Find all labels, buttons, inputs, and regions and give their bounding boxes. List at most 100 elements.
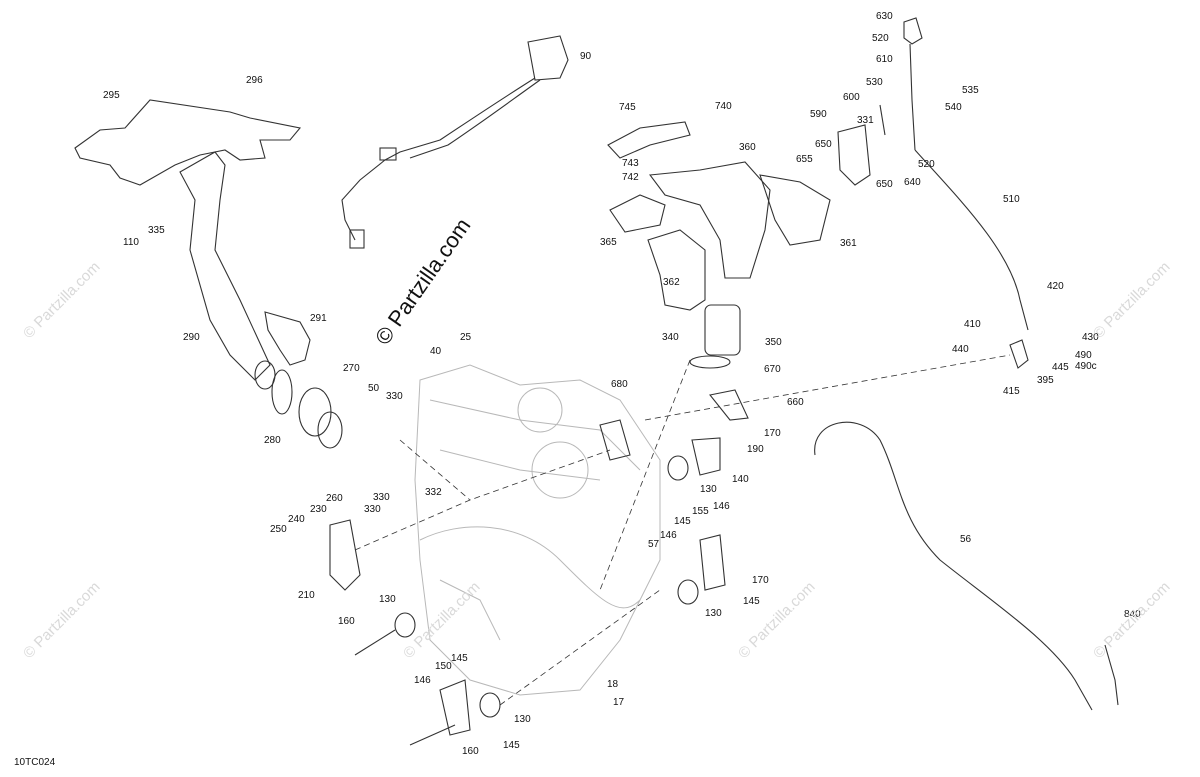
label-331: 331 bbox=[857, 115, 874, 126]
bushing-130-c bbox=[394, 612, 416, 638]
intake-tube-290 bbox=[179, 151, 271, 381]
label-630: 630 bbox=[876, 11, 893, 22]
label-430: 430 bbox=[1082, 332, 1099, 343]
ring-350 bbox=[689, 355, 731, 369]
label-680: 680 bbox=[611, 379, 628, 390]
label-520a: 520 bbox=[872, 33, 889, 44]
bracket-590 bbox=[837, 124, 871, 186]
align-line-3 bbox=[399, 439, 471, 501]
label-250: 250 bbox=[270, 524, 287, 535]
label-535: 535 bbox=[962, 85, 979, 96]
label-170a: 170 bbox=[764, 428, 781, 439]
mount-140 bbox=[691, 437, 721, 476]
align-line-5 bbox=[599, 359, 691, 591]
label-290: 290 bbox=[183, 332, 200, 343]
hose-840 bbox=[1104, 644, 1119, 706]
label-335: 335 bbox=[148, 225, 165, 236]
label-743: 743 bbox=[622, 158, 639, 169]
label-640: 640 bbox=[904, 177, 921, 188]
label-650a: 650 bbox=[815, 139, 832, 150]
lever-610 bbox=[909, 43, 916, 151]
label-145d: 145 bbox=[503, 740, 520, 751]
duct-360 bbox=[648, 161, 771, 279]
boot-291 bbox=[264, 311, 311, 366]
clamp-270-b bbox=[317, 411, 343, 449]
label-291: 291 bbox=[310, 313, 327, 324]
label-600: 600 bbox=[843, 92, 860, 103]
label-490: 490 bbox=[1075, 350, 1092, 361]
label-530: 530 bbox=[866, 77, 883, 88]
label-590: 590 bbox=[810, 109, 827, 120]
label-295: 295 bbox=[103, 90, 120, 101]
connector-90 bbox=[349, 229, 365, 249]
knob-630 bbox=[903, 17, 923, 45]
label-155: 155 bbox=[692, 506, 709, 517]
label-410: 410 bbox=[964, 319, 981, 330]
label-130c: 130 bbox=[379, 594, 396, 605]
label-40: 40 bbox=[430, 346, 442, 357]
label-57: 57 bbox=[648, 539, 660, 550]
label-330c: 330 bbox=[364, 504, 381, 515]
label-90: 90 bbox=[580, 51, 592, 62]
label-840: 840 bbox=[1124, 609, 1141, 620]
hose-56 bbox=[814, 421, 1093, 711]
connector-90b bbox=[379, 147, 397, 161]
diagram-code: 10TC024 bbox=[14, 757, 56, 768]
label-540: 540 bbox=[945, 102, 962, 113]
mount-155 bbox=[699, 534, 726, 591]
label-362: 362 bbox=[663, 277, 680, 288]
bracket-395 bbox=[1009, 339, 1029, 369]
label-490c: 490c bbox=[1075, 361, 1097, 372]
label-270: 270 bbox=[343, 363, 360, 374]
label-340: 340 bbox=[662, 332, 679, 343]
flange-365 bbox=[609, 194, 666, 233]
label-420: 420 bbox=[1047, 281, 1064, 292]
label-25: 25 bbox=[460, 332, 472, 343]
mount-260 bbox=[329, 519, 361, 591]
label-361: 361 bbox=[840, 238, 857, 249]
label-130b: 130 bbox=[705, 608, 722, 619]
label-610: 610 bbox=[876, 54, 893, 65]
bracket-740 bbox=[607, 121, 691, 159]
label-330a: 330 bbox=[386, 391, 403, 402]
label-50: 50 bbox=[368, 383, 380, 394]
label-260: 260 bbox=[326, 493, 343, 504]
label-360: 360 bbox=[739, 142, 756, 153]
bolt-160-b bbox=[409, 724, 456, 746]
label-210: 210 bbox=[298, 590, 315, 601]
label-330b: 330 bbox=[373, 492, 390, 503]
label-56: 56 bbox=[960, 534, 972, 545]
switch-90 bbox=[527, 35, 569, 81]
label-655: 655 bbox=[796, 154, 813, 165]
bushing-130-a bbox=[667, 455, 689, 481]
label-110: 110 bbox=[123, 237, 139, 248]
label-17: 17 bbox=[613, 697, 625, 708]
label-740: 740 bbox=[715, 101, 732, 112]
label-650b: 650 bbox=[876, 179, 893, 190]
label-440: 440 bbox=[952, 344, 969, 355]
heat-shield-295 bbox=[74, 99, 302, 186]
label-332: 332 bbox=[425, 487, 442, 498]
filter-340 bbox=[704, 304, 741, 356]
shield-361 bbox=[759, 174, 831, 246]
label-240: 240 bbox=[288, 514, 305, 525]
label-296: 296 bbox=[246, 75, 263, 86]
label-510: 510 bbox=[1003, 194, 1020, 205]
bracket-660 bbox=[709, 389, 749, 421]
harness-90b bbox=[409, 79, 541, 159]
label-742: 742 bbox=[622, 172, 639, 183]
clamp-270-c bbox=[254, 360, 276, 390]
align-line-4 bbox=[499, 589, 661, 706]
label-160b: 160 bbox=[462, 746, 479, 757]
label-395: 395 bbox=[1037, 375, 1054, 386]
label-130a: 130 bbox=[700, 484, 717, 495]
shield-362 bbox=[647, 229, 706, 311]
label-146c: 146 bbox=[414, 675, 431, 686]
spring-600 bbox=[879, 104, 886, 136]
label-445: 445 bbox=[1052, 362, 1069, 373]
bushing-130-d bbox=[479, 692, 501, 718]
mount-150 bbox=[439, 679, 471, 736]
clamp-270-a bbox=[298, 387, 332, 437]
label-160a: 160 bbox=[338, 616, 355, 627]
